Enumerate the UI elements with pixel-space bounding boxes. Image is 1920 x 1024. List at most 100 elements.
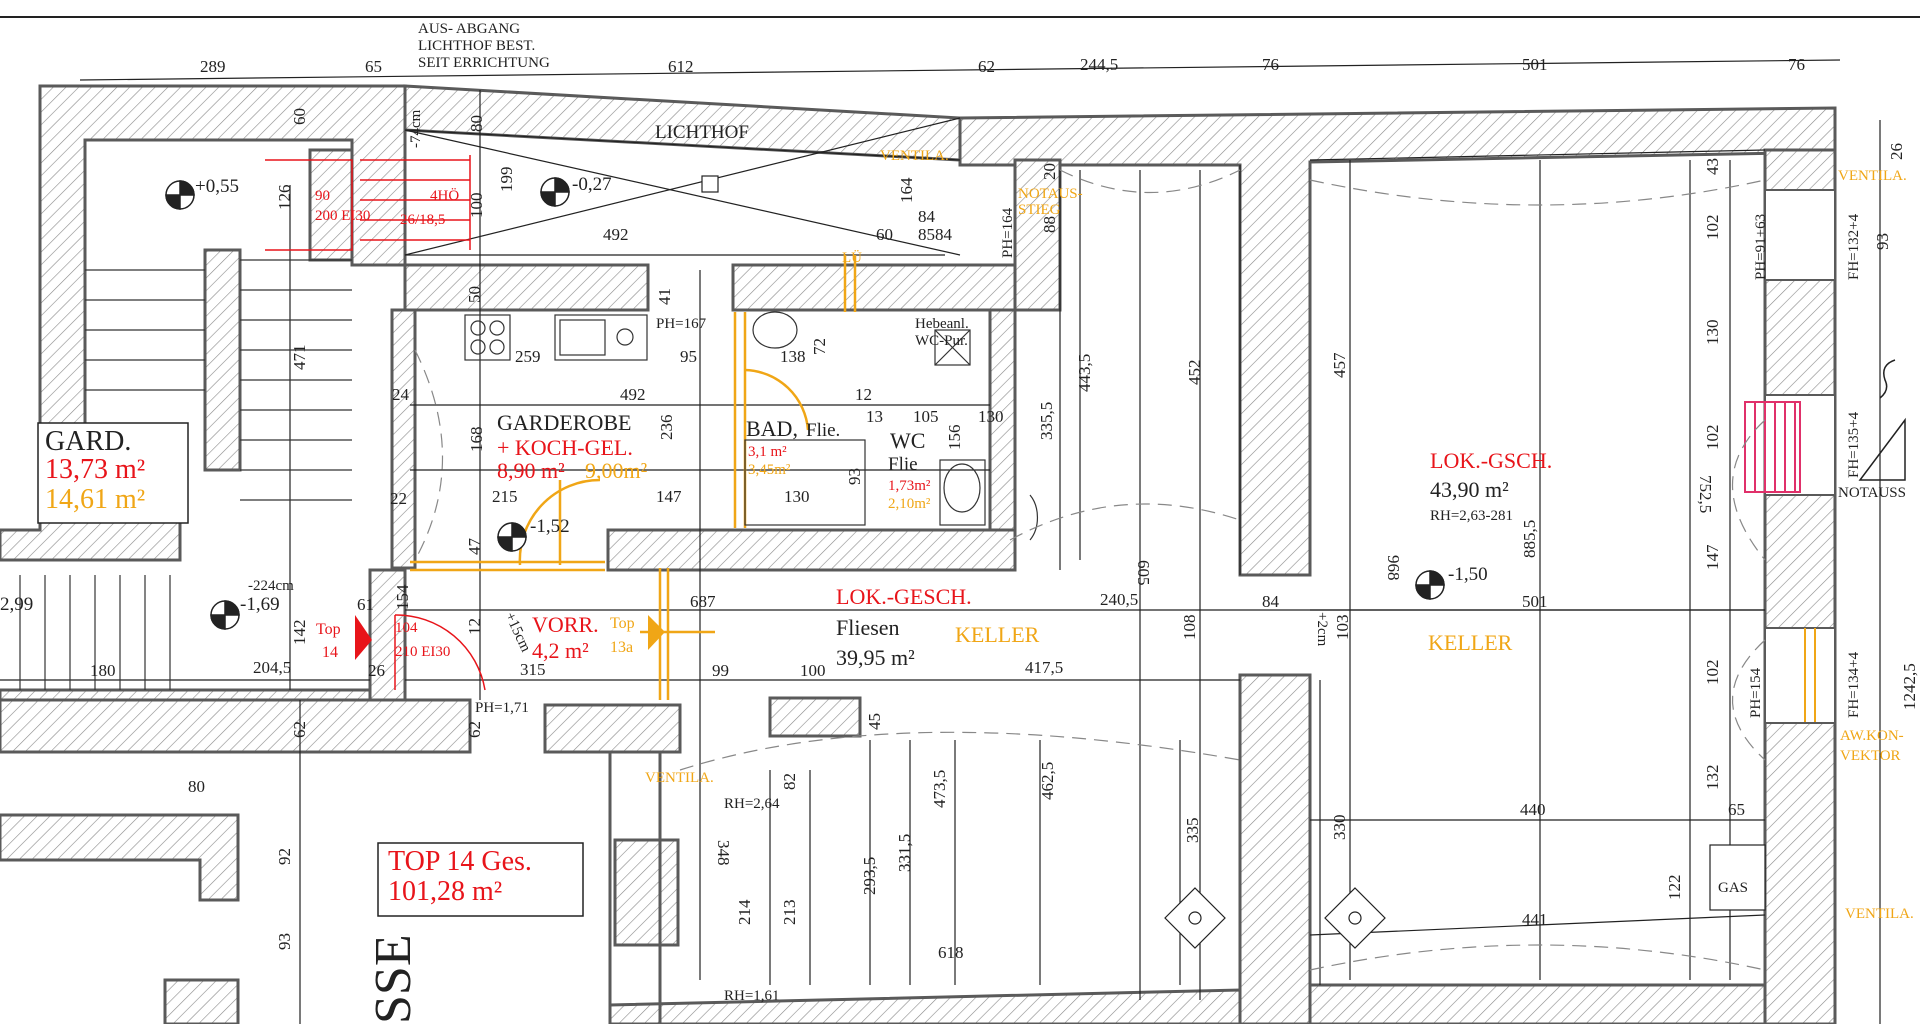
street-label: SSE <box>365 934 422 1024</box>
dim-45: 45 <box>865 713 884 730</box>
label-top13-1: Top <box>610 615 635 632</box>
dim-501b: 501 <box>1522 592 1548 611</box>
level-minus-150: -1,50 <box>1448 564 1488 585</box>
label-ventila-4: VENTILA. <box>1845 906 1914 922</box>
total-box <box>377 842 584 917</box>
dim-443-5: 443,5 <box>1075 354 1094 392</box>
dim-93: 93 <box>845 468 864 485</box>
dim-62: 62 <box>978 57 995 76</box>
dim-130c: 130 <box>1703 320 1722 346</box>
dim-99: 99 <box>712 661 729 680</box>
dim-154: 154 <box>393 584 412 610</box>
dim-215: 215 <box>492 487 518 506</box>
red-stairs <box>265 155 471 251</box>
room-lok2-area: 43,90 m² <box>1430 477 1509 502</box>
dim-130: 130 <box>978 407 1004 426</box>
dim-240-5: 240,5 <box>1100 590 1138 609</box>
dim-204-5: 204,5 <box>253 658 291 677</box>
dim-605: 605 <box>1134 560 1153 586</box>
lichthof-cross <box>404 117 961 256</box>
level-299: 2,99 <box>0 594 33 615</box>
label-stair-2: 26/18,5 <box>400 212 445 228</box>
label-ventila-3: VENTILA. <box>645 770 714 786</box>
level-minus-027: -0,27 <box>572 174 612 195</box>
dim-885-5: 885,5 <box>1520 520 1539 558</box>
dim-126: 126 <box>275 185 294 211</box>
kitchen-fixtures <box>464 311 1039 541</box>
dim-440: 440 <box>1520 800 1546 819</box>
dim-84b: 84 <box>1262 592 1280 611</box>
room-vorr-area: 4,2 m² <box>532 638 589 663</box>
dim-156: 156 <box>945 425 964 451</box>
room-garderobe-name: GARDEROBE <box>497 410 631 435</box>
ph-171: PH=1,71 <box>475 700 529 716</box>
room-bad-name: BAD, <box>746 416 798 441</box>
dim-102c: 102 <box>1703 660 1722 686</box>
dim-61: 61 <box>357 595 374 614</box>
label-ventila-1: VENTILA. <box>880 148 949 164</box>
label-lichthof: LICHTHOF <box>655 122 749 143</box>
dim-72: 72 <box>810 338 829 355</box>
dim-473-5: 473,5 <box>930 770 949 808</box>
room-wc-area-red: 1,73m² <box>888 478 931 494</box>
level-minus-152: -1,52 <box>530 516 570 537</box>
label-lue: LÜ <box>842 249 862 266</box>
dim-330: 330 <box>1330 815 1349 841</box>
dim-26: 26 <box>368 661 385 680</box>
dim-60b: 60 <box>876 225 893 244</box>
dim-132: 132 <box>1703 765 1722 791</box>
dim-417-5: 417,5 <box>1025 658 1063 677</box>
dim-335-5: 335,5 <box>1037 402 1056 440</box>
dim-60: 60 <box>290 108 309 125</box>
dim-105: 105 <box>913 407 939 426</box>
dim-92: 92 <box>275 848 294 865</box>
room-gard-name: GARD. <box>45 426 131 457</box>
dim-108: 108 <box>1180 615 1199 641</box>
room-garderobe-area-orange: 9,00m² <box>585 458 648 483</box>
dim-88: 88 <box>1040 216 1059 233</box>
vault-arcs <box>414 169 1766 971</box>
orange-window-right <box>1804 628 1816 722</box>
label-top14-2: 14 <box>322 644 338 661</box>
top-13a-arrow <box>648 615 665 650</box>
dim-244-5: 244,5 <box>1080 55 1118 74</box>
north-symbol <box>1858 359 1906 481</box>
dim-147: 147 <box>656 487 682 506</box>
dim-20: 20 <box>1040 163 1059 180</box>
room-lok1-fliesen: Fliesen <box>836 615 900 640</box>
label-notauss: NOTAUSS <box>1838 485 1906 501</box>
label-awkon-2: VEKTOR <box>1840 748 1901 764</box>
dim-164: 164 <box>897 177 916 203</box>
dim-335: 335 <box>1183 818 1202 844</box>
room-lok1-keller: KELLER <box>955 622 1040 647</box>
dim-102b: 102 <box>1703 425 1722 451</box>
label-door1-1: 90 <box>315 188 330 204</box>
dim-168: 168 <box>467 427 486 453</box>
dim-41: 41 <box>655 288 674 305</box>
dim-plus-2cm: +2cm <box>1314 612 1330 647</box>
dim-62a: 62 <box>290 721 309 738</box>
dim-65: 65 <box>365 57 382 76</box>
dim-462-5: 462,5 <box>1038 762 1057 800</box>
dim-213: 213 <box>780 900 799 926</box>
dim-452: 452 <box>1185 360 1204 386</box>
rh-161: RH=1,61 <box>724 988 780 1004</box>
room-lok1-area: 39,95 m² <box>836 645 915 670</box>
dim-84: 84 <box>918 207 936 226</box>
dim-130b: 130 <box>784 487 810 506</box>
dim-236: 236 <box>657 415 676 441</box>
dim-122: 122 <box>1665 875 1684 901</box>
dim-214: 214 <box>735 899 754 925</box>
dim-142: 142 <box>290 620 309 646</box>
dim-82: 82 <box>780 773 799 790</box>
fh-132: FH=132+4 <box>1846 213 1862 280</box>
room-gard-area-orange: 14,61 m² <box>45 484 145 515</box>
room-bad-fliesen: Flie. <box>806 420 840 441</box>
ph-91: PH=91+63 <box>1753 214 1769 280</box>
vent-diamonds <box>1164 887 1386 949</box>
rh-264: RH=2,64 <box>724 796 780 812</box>
dim-618: 618 <box>938 943 964 962</box>
dim-80b: 80 <box>188 777 205 796</box>
gard-box <box>37 422 189 524</box>
